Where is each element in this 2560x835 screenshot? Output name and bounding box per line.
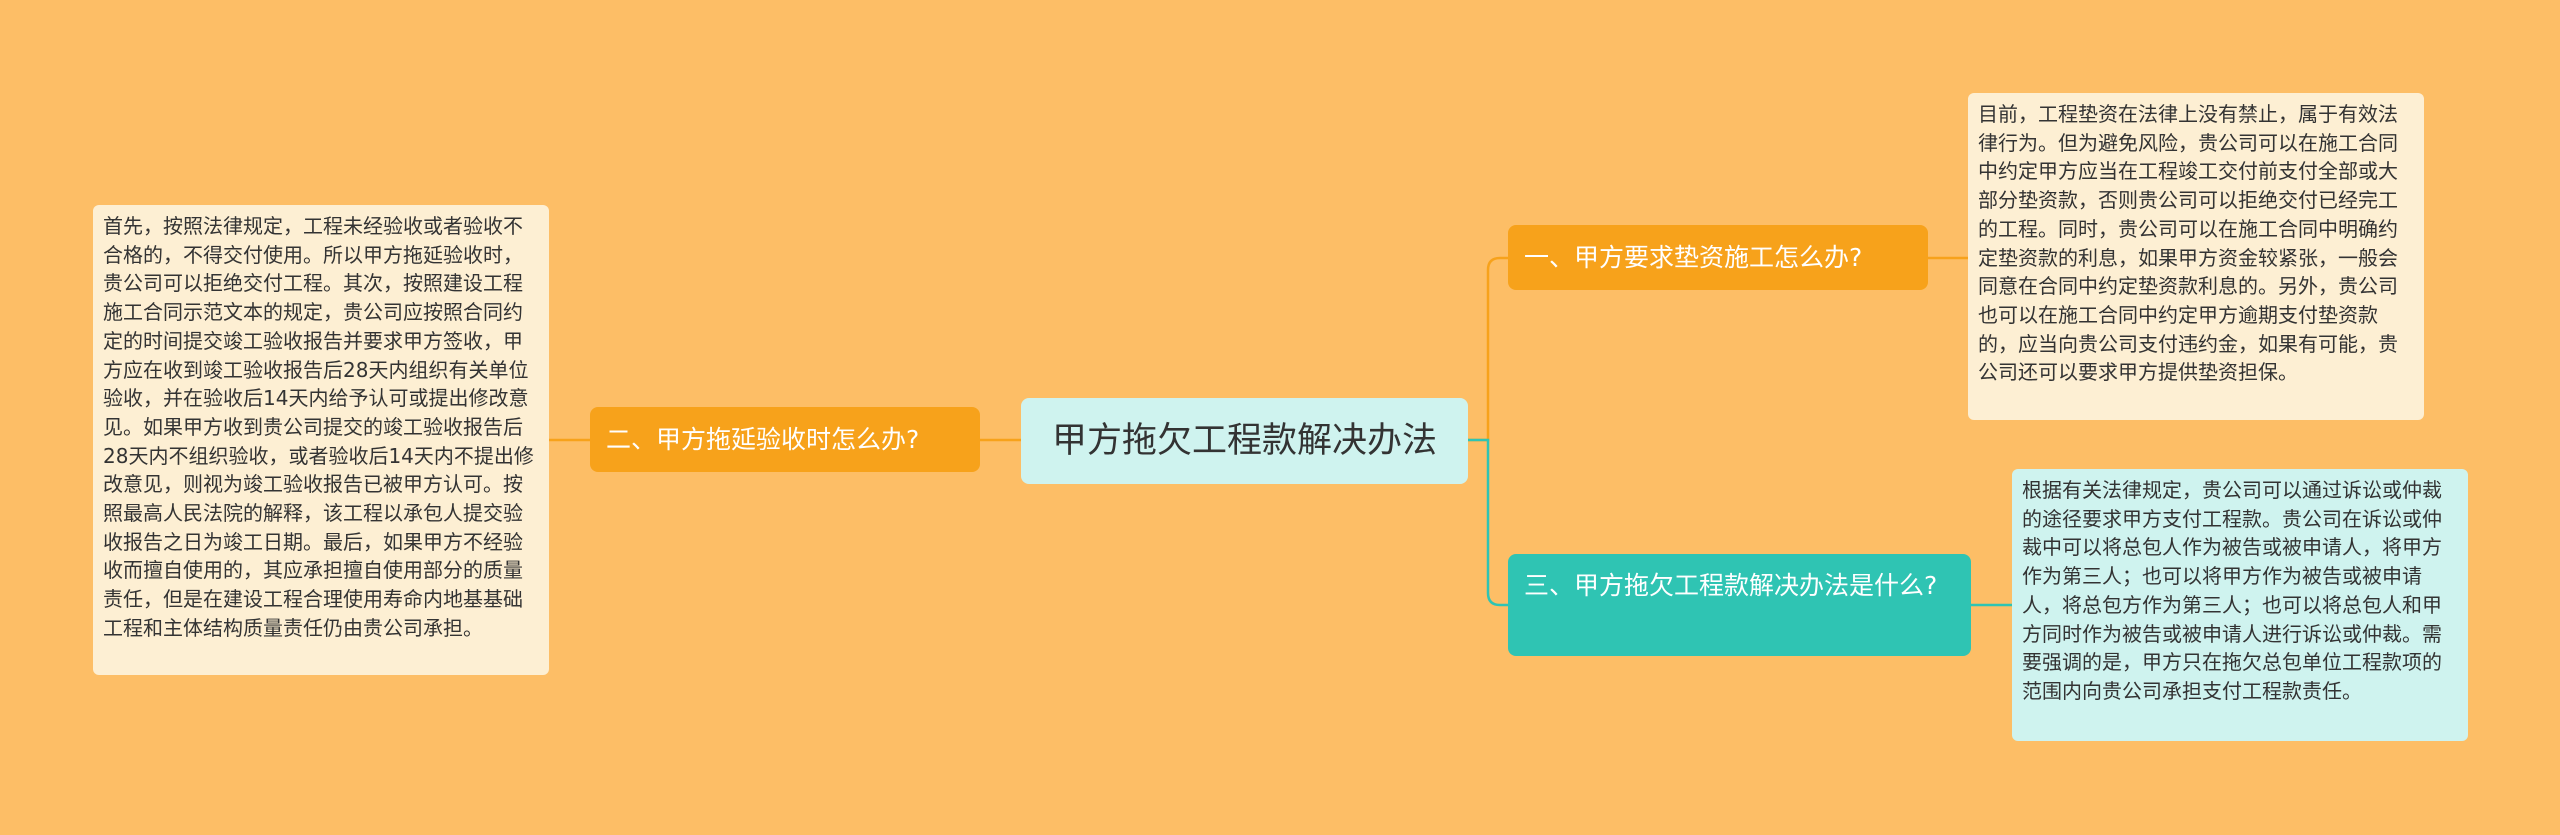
branch-topic-1[interactable]: 一、甲方要求垫资施工怎么办? xyxy=(1508,225,1928,290)
branch-topic-3[interactable]: 三、甲方拖欠工程款解决办法是什么? xyxy=(1508,554,1971,656)
connector-central-to-branch-3 xyxy=(1468,438,1508,607)
connector-central-to-branch-1 xyxy=(1468,256,1508,442)
detail-note-2[interactable]: 首先，按照法律规定，工程未经验收或者验收不合格的，不得交付使用。所以甲方拖延验收… xyxy=(93,205,549,675)
detail-note-3[interactable]: 根据有关法律规定，贵公司可以通过诉讼或仲裁的途径要求甲方支付工程款。贵公司在诉讼… xyxy=(2012,469,2468,741)
detail-note-1[interactable]: 目前，工程垫资在法律上没有禁止，属于有效法律行为。但为避免风险，贵公司可以在施工… xyxy=(1968,93,2424,420)
branch-topic-2[interactable]: 二、甲方拖延验收时怎么办? xyxy=(590,407,980,472)
central-topic[interactable]: 甲方拖欠工程款解决办法 xyxy=(1021,398,1468,484)
